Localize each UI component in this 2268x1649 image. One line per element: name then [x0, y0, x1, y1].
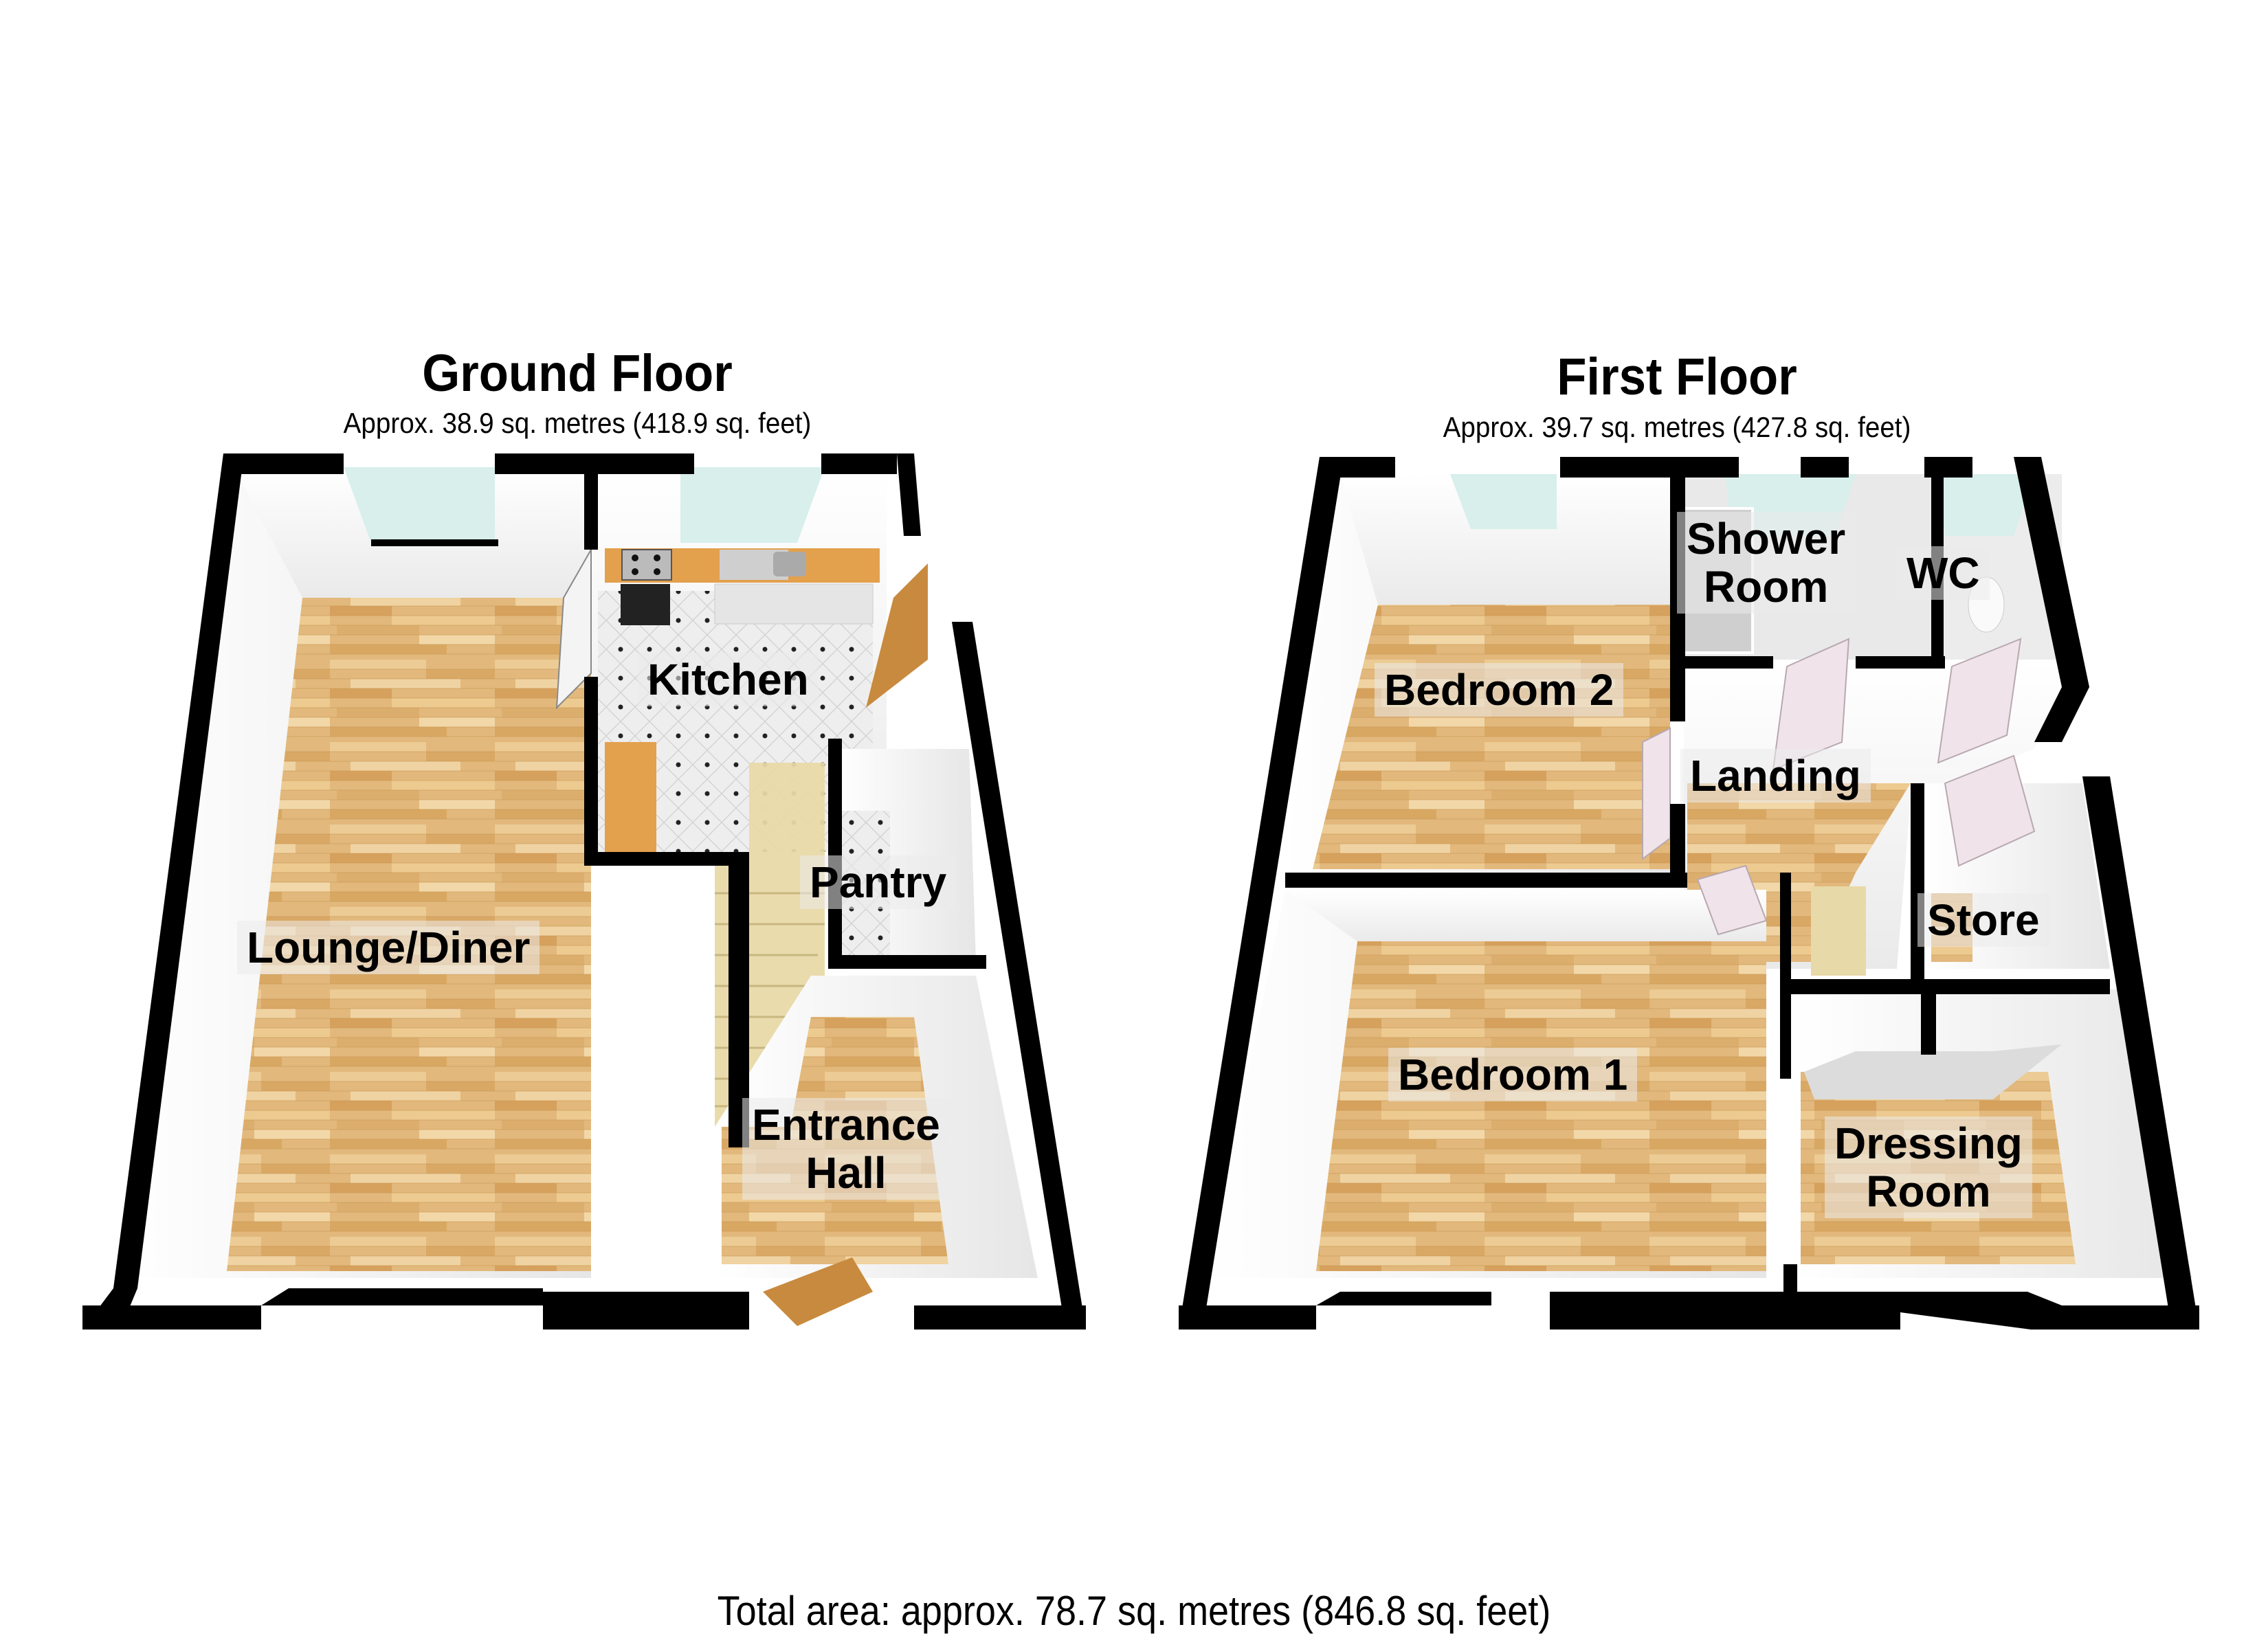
entrance-hall-line2: Hall — [805, 1148, 887, 1198]
shower-room-line1: Shower — [1687, 514, 1846, 563]
glazed-door-icon — [555, 547, 592, 710]
room-label-landing: Landing — [1680, 749, 1871, 803]
ground-floor-plan — [82, 453, 1086, 1330]
lounge-diner-room — [124, 467, 591, 1278]
first-floor-title: First Floor — [1557, 348, 1797, 406]
room-label-store: Store — [1917, 893, 2049, 947]
wardrobe-doors — [1804, 1044, 2062, 1099]
ground-floor-title: Ground Floor — [422, 344, 733, 403]
room-label-wc: WC — [1897, 546, 1990, 600]
dressing-room-line1: Dressing — [1834, 1119, 2023, 1168]
first-floor-walls — [1179, 457, 2199, 1330]
room-label-shower-room: Shower Room — [1677, 512, 1856, 614]
room-label-bedroom-2: Bedroom 2 — [1375, 663, 1624, 717]
entrance-hall-line1: Entrance — [752, 1100, 940, 1149]
back-door-icon — [866, 563, 928, 708]
window-icon — [344, 467, 495, 543]
bedroom-1-room — [1206, 890, 1766, 1278]
dressing-room-line2: Room — [1866, 1167, 1991, 1216]
first-floor-stairs — [1811, 886, 1866, 976]
bedroom-1-door-icon — [1696, 864, 1768, 936]
bedroom-2-door-icon — [1642, 727, 1671, 860]
room-label-lounge-diner: Lounge/Diner — [237, 921, 540, 974]
room-label-kitchen: Kitchen — [638, 653, 819, 706]
front-door-icon — [763, 1257, 873, 1326]
first-floor-area: Approx. 39.7 sq. metres (427.8 sq. feet) — [1443, 411, 1911, 443]
room-label-entrance-hall: Entrance Hall — [742, 1098, 950, 1200]
hob-icon — [621, 549, 672, 581]
room-label-dressing-room: Dressing Room — [1825, 1117, 2032, 1218]
ground-floor-area: Approx. 38.9 sq. metres (418.9 sq. feet) — [343, 407, 812, 439]
store-door-icon — [1944, 754, 2036, 867]
room-label-pantry: Pantry — [800, 855, 957, 909]
room-label-bedroom-1: Bedroom 1 — [1388, 1048, 1638, 1101]
ground-floor-walls — [82, 453, 1086, 1330]
shower-room-door-icon — [1772, 638, 1850, 771]
wc-door-icon — [1937, 638, 2022, 764]
shower-room-line2: Room — [1703, 562, 1829, 612]
total-area: Total area: approx. 78.7 sq. metres (846… — [717, 1588, 1551, 1634]
oven-icon — [621, 584, 670, 625]
